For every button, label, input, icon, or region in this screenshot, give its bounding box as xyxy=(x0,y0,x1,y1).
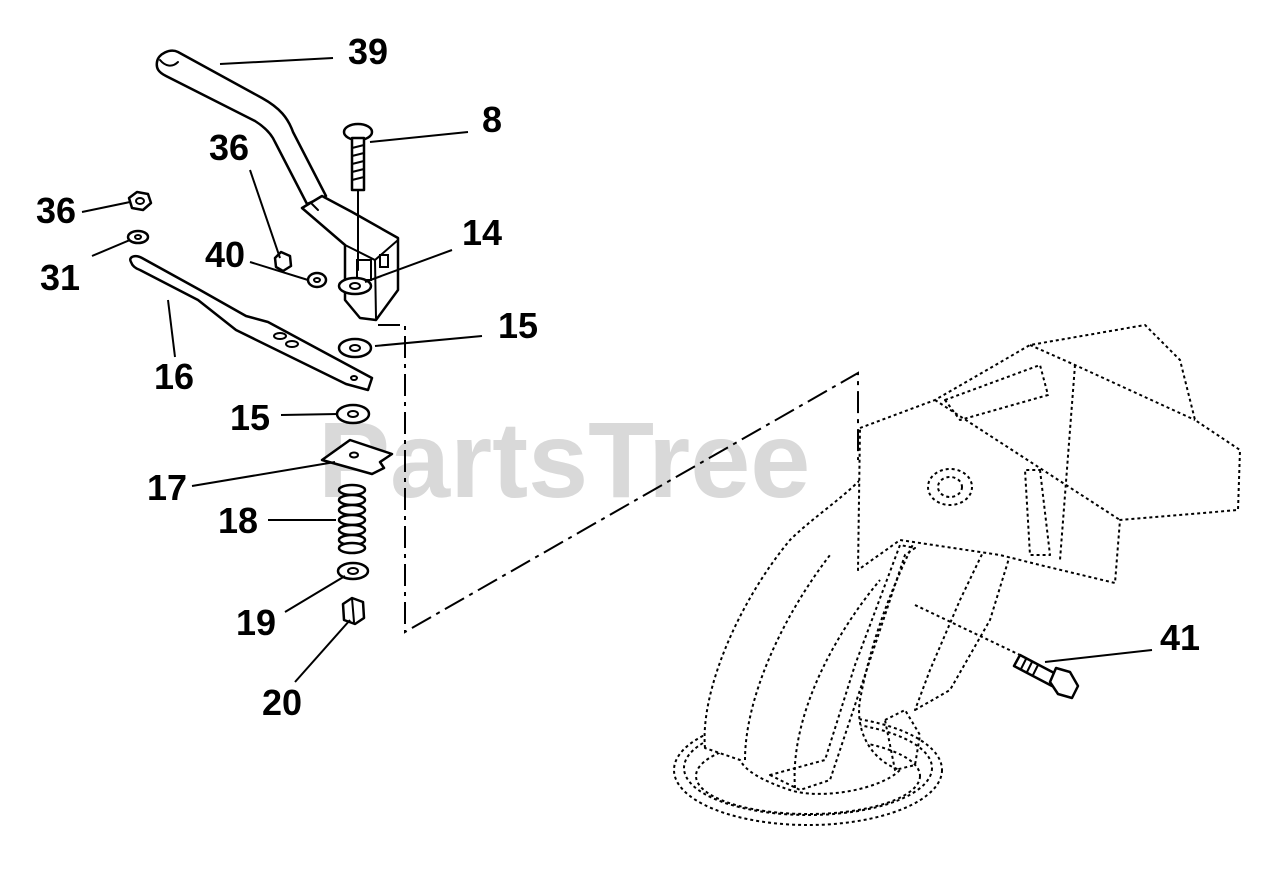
washer-15-lower xyxy=(335,403,371,425)
discharge-chute-assembly xyxy=(673,324,1241,826)
callout-40: 40 xyxy=(205,234,245,275)
callout-31: 31 xyxy=(40,257,80,298)
callout-20: 20 xyxy=(262,682,302,723)
plate-17 xyxy=(320,438,394,476)
callout-17: 17 xyxy=(147,467,187,508)
callout-18: 18 xyxy=(218,500,258,541)
watermark: PartsTree xyxy=(318,399,810,520)
callout-39: 39 xyxy=(348,31,388,72)
callout-41: 41 xyxy=(1160,617,1200,658)
callout-14: 14 xyxy=(462,212,502,253)
washer-31 xyxy=(126,229,150,245)
nut-20 xyxy=(341,596,366,626)
washer-14 xyxy=(337,276,373,296)
spring-18 xyxy=(337,483,367,555)
callout-8: 8 xyxy=(482,99,502,140)
callout-36-middle: 36 xyxy=(209,127,249,168)
callout-15-upper: 15 xyxy=(498,305,538,346)
bolt-8 xyxy=(342,122,374,271)
callout-16: 16 xyxy=(154,356,194,397)
nut-36-middle xyxy=(273,250,293,273)
washer-40 xyxy=(306,271,328,289)
callout-36-left: 36 xyxy=(36,190,76,231)
callout-15-lower: 15 xyxy=(230,397,270,438)
leader-lines xyxy=(81,57,1153,683)
control-rod-16 xyxy=(129,254,374,392)
callout-19: 19 xyxy=(236,602,276,643)
nut-36-left xyxy=(127,190,153,212)
bolt-41 xyxy=(1012,653,1080,700)
bracket-14 xyxy=(300,194,400,322)
washer-19 xyxy=(336,561,370,581)
washer-15-upper xyxy=(337,337,373,359)
callouts: 39 8 36 36 14 40 31 15 16 15 17 18 19 20… xyxy=(36,31,1200,723)
alignment-line xyxy=(378,324,859,634)
